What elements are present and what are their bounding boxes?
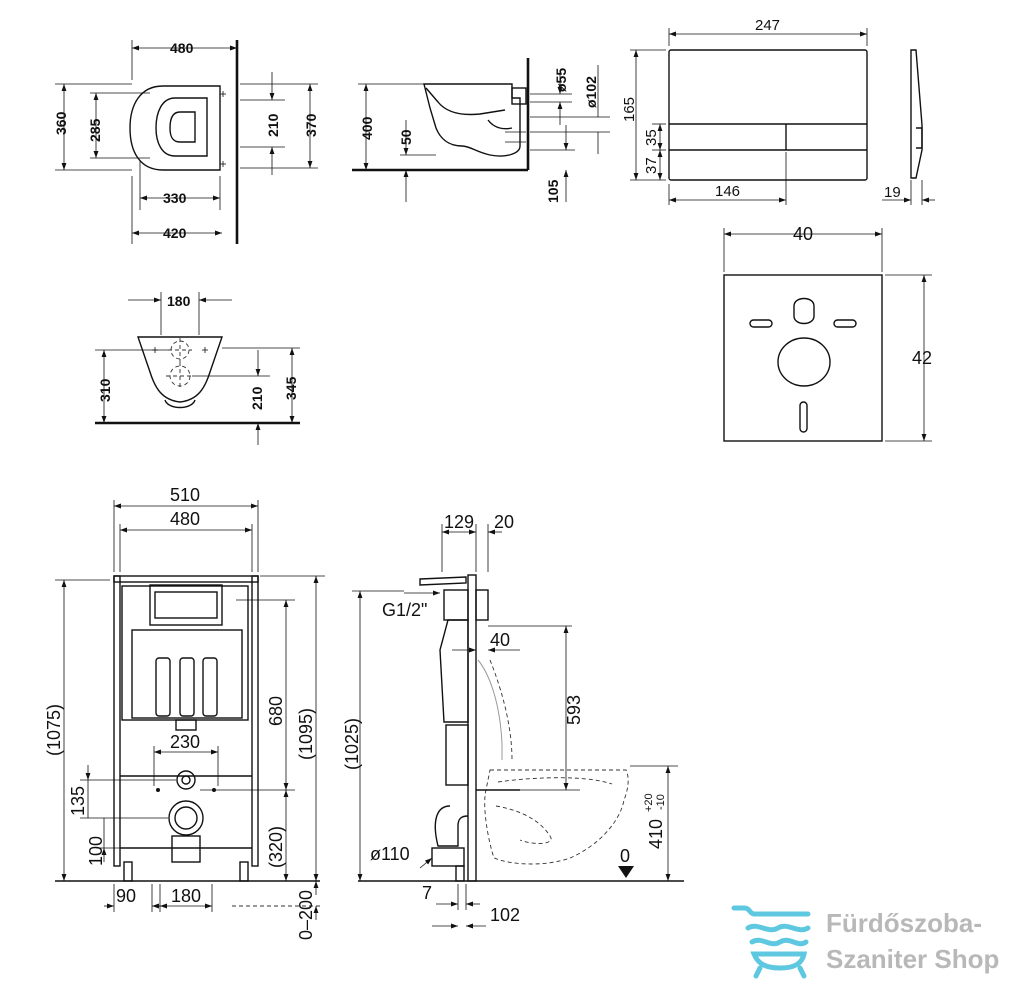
dim-210: 210 (265, 113, 281, 137)
dim-7: 7 (422, 883, 432, 903)
dim-1075: (1075) (44, 704, 64, 756)
dim-210b: 210 (249, 386, 265, 410)
dim-330: 330 (163, 190, 187, 206)
dim-40: 40 (793, 224, 813, 244)
frame-front-view: 510 480 (1075) 680 (1095) 230 135 100 (44, 485, 325, 940)
toilet-top-view: 480 360 285 210 370 330 420 (53, 40, 319, 244)
bowl-front-view: 180 310 210 345 (95, 292, 300, 445)
dim-90: 90 (116, 886, 136, 906)
dim-50: 50 (398, 129, 414, 145)
dim-102: 102 (490, 905, 520, 925)
dim-o110: ø110 (370, 844, 410, 864)
dim-680: 680 (266, 696, 286, 726)
logo-line-1: Fürdőszoba- (826, 908, 982, 938)
dim-42: 42 (912, 348, 932, 368)
dim-360: 360 (53, 111, 69, 135)
dim-0-200: 0–200 (296, 890, 316, 940)
dim-400: 400 (359, 116, 375, 140)
dim-100: 100 (86, 836, 106, 866)
dim-1095: (1095) (296, 708, 316, 760)
dim-135: 135 (68, 786, 88, 816)
shop-logo: Fürdőszoba- Szaniter Shop (730, 900, 1020, 980)
dim-410-tol-minus: -10 (655, 794, 667, 810)
dim-105: 105 (545, 179, 561, 203)
dim-35: 35 (643, 129, 660, 146)
dim-40b: 40 (490, 630, 510, 650)
flush-plate-view: 247 165 35 37 146 19 (621, 17, 935, 205)
dim-129: 129 (444, 512, 474, 532)
dim-593: 593 (564, 695, 584, 725)
dim-180: 180 (167, 293, 191, 309)
dim-230: 230 (170, 732, 200, 752)
bathtub-icon (731, 905, 811, 979)
dim-o55: ø55 (553, 68, 569, 92)
dim-285: 285 (87, 118, 103, 142)
dim-345: 345 (283, 376, 299, 400)
logo-line-2: Szaniter Shop (826, 944, 1000, 974)
dim-510: 510 (170, 485, 200, 505)
dim-480: 480 (170, 40, 194, 56)
dim-320: (320) (266, 826, 286, 868)
dim-480b: 480 (170, 509, 200, 529)
dim-165: 165 (621, 97, 638, 122)
frame-side-view: 129 20 G1/2" 40 (1025) 593 410 +20 -10 ø… (342, 512, 684, 929)
dim-37: 37 (643, 157, 660, 174)
dim-zero: 0 (620, 846, 630, 866)
dim-420: 420 (163, 225, 187, 241)
dim-g12: G1/2" (382, 600, 427, 620)
toilet-side-view: 400 50 ø55 ø102 105 (352, 58, 610, 203)
insulation-pad-view: 40 42 (723, 224, 932, 442)
dim-410-tol-plus: +20 (643, 793, 655, 812)
dim-180b: 180 (171, 886, 201, 906)
dim-146: 146 (715, 183, 740, 200)
dim-410: 410 (646, 819, 666, 849)
dim-247: 247 (755, 17, 780, 34)
dim-310: 310 (97, 378, 113, 402)
dim-19: 19 (884, 184, 901, 201)
dim-370: 370 (303, 113, 319, 137)
dim-1025: (1025) (342, 718, 362, 770)
dim-o102: ø102 (583, 76, 599, 108)
dim-20: 20 (494, 512, 514, 532)
